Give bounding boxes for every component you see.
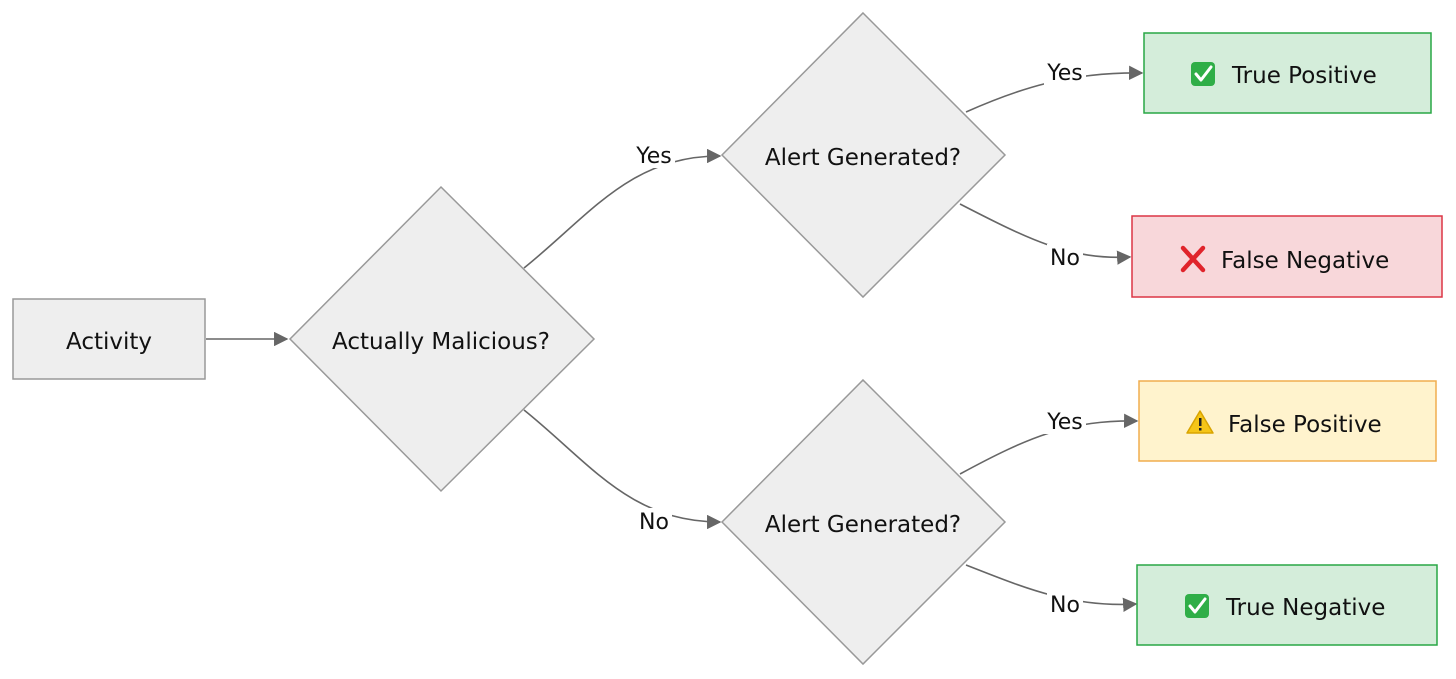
node-label: Activity: [66, 329, 152, 355]
check-mark-icon: [1191, 62, 1215, 86]
edge-alert1-yes: Yes: [965, 60, 1144, 113]
node-label: True Negative: [1225, 595, 1385, 621]
activity-node: Activity: [12, 298, 206, 380]
edge-malicious-no: No: [523, 409, 722, 535]
activity-node-box: [12, 298, 206, 380]
alert-generated-decision-no-branch: Alert Generated?: [720, 378, 1007, 666]
edge-alert1-no: No: [959, 203, 1132, 271]
decision-diamond: [720, 378, 1007, 666]
actually-malicious-decision: Actually Malicious?: [288, 185, 596, 493]
true-negative-node: True Negative: [1136, 564, 1438, 646]
node-label: True Positive: [1231, 63, 1377, 89]
edge-alert2-no: No: [965, 564, 1138, 618]
outcome-box: [1131, 215, 1443, 298]
node-label: Actually Malicious?: [332, 329, 550, 355]
false-negative-node: False Negative: [1131, 215, 1443, 298]
decision-diamond: [720, 11, 1007, 299]
edge-label-no: No: [1050, 593, 1080, 618]
node-label: False Positive: [1228, 412, 1382, 438]
edge-label-no: No: [1050, 246, 1080, 271]
edge-label-yes: Yes: [1046, 61, 1083, 86]
warning-icon: [1186, 410, 1214, 434]
edge-label-yes: Yes: [635, 144, 672, 169]
edge-alert2-yes: Yes: [959, 408, 1139, 475]
check-mark-icon: [1185, 594, 1209, 618]
edge-label-yes: Yes: [1046, 410, 1083, 435]
node-label: False Negative: [1221, 248, 1389, 274]
outcome-box: [1138, 380, 1437, 462]
node-label: Alert Generated?: [765, 512, 961, 538]
false-positive-node: False Positive: [1138, 380, 1437, 462]
edge-label-no: No: [639, 510, 669, 535]
decision-diamond: [288, 185, 596, 493]
true-positive-node: True Positive: [1143, 32, 1432, 114]
node-label: Alert Generated?: [765, 145, 961, 171]
edge-malicious-yes: Yes: [523, 142, 722, 269]
cross-mark-icon: [1180, 245, 1206, 273]
alert-generated-decision-yes-branch: Alert Generated?: [720, 11, 1007, 299]
